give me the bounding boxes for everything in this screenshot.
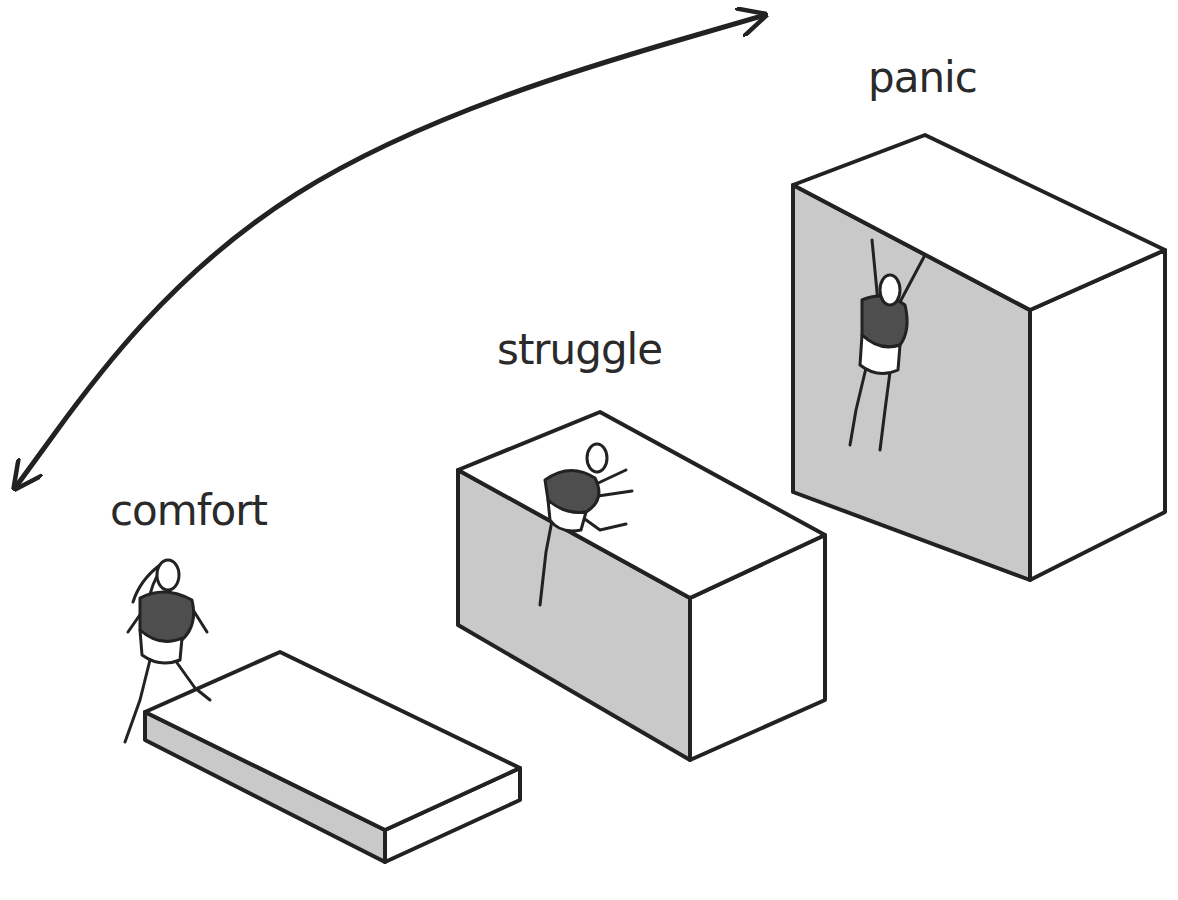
step-box: comfort	[15, 488, 530, 873]
box-face	[145, 652, 520, 830]
double-arrow	[15, 15, 765, 488]
person-figure	[850, 240, 925, 450]
box-label: panic	[868, 55, 977, 101]
box-face	[458, 412, 825, 598]
box-outline	[450, 325, 835, 770]
box-outline	[765, 15, 1170, 590]
person-figure	[125, 560, 210, 742]
step-box: panic	[765, 15, 1170, 590]
person-figure	[540, 444, 632, 605]
box-outline	[15, 488, 530, 873]
step-box: struggle	[450, 325, 835, 770]
box-label: struggle	[497, 327, 662, 373]
box-label: comfort	[110, 488, 267, 534]
box-face	[793, 135, 1165, 310]
